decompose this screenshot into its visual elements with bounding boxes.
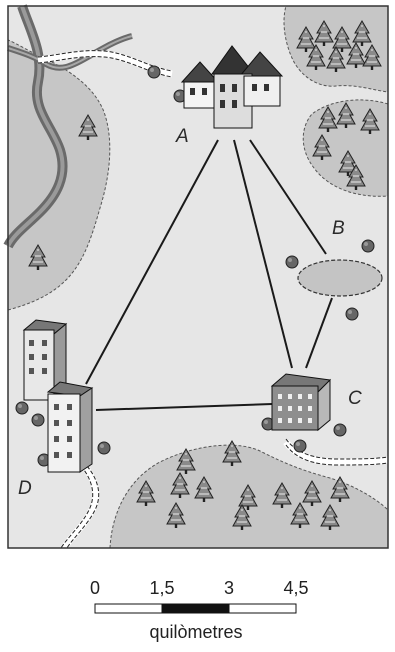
river-highlight — [6, 5, 65, 247]
map-area: A B C — [3, 4, 389, 550]
river-branch-highlight — [7, 35, 133, 69]
line-a-c — [233, 139, 293, 369]
line-d-c — [95, 403, 273, 411]
building-c: C — [270, 373, 362, 432]
road-bottom-left-edge-2 — [66, 465, 100, 549]
scale-unit-label: quilòmetres — [149, 622, 242, 642]
buildings-d: D — [18, 319, 94, 499]
scale-segment-2 — [161, 603, 230, 614]
line-a-b — [249, 139, 327, 255]
road-bottom-left-edge-1 — [60, 465, 94, 549]
scale-tick-2: 3 — [224, 578, 234, 598]
scale-tick-1: 1,5 — [149, 578, 174, 598]
line-a-d — [85, 139, 219, 385]
connection-lines — [85, 139, 333, 411]
lake — [297, 259, 383, 297]
scale-bar: 0 1,5 3 4,5 quilòmetres — [90, 578, 309, 642]
line-b-c — [305, 297, 333, 369]
road-bottom-right — [283, 439, 389, 466]
road-bottom-right-edge-2 — [285, 444, 389, 466]
map-border — [7, 5, 389, 549]
scale-segment-3 — [228, 603, 297, 614]
road-top-edge-1 — [37, 50, 173, 72]
scale-tick-0: 0 — [90, 578, 100, 598]
road-bottom-left — [60, 463, 100, 550]
place-label-b: B — [332, 218, 345, 239]
place-label-d: D — [18, 478, 32, 499]
village-a: A — [175, 45, 284, 147]
scale-tick-3: 4,5 — [283, 578, 308, 598]
scale-segment-1 — [94, 603, 163, 614]
place-label-a: A — [175, 126, 189, 147]
place-label-c: C — [348, 388, 362, 409]
